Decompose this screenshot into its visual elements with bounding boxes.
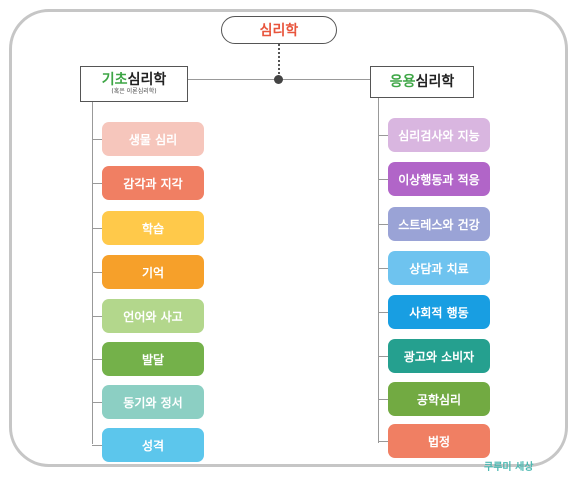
branch-tick xyxy=(92,445,102,446)
branch-tick xyxy=(92,402,102,403)
basic-item-label: 발달 xyxy=(141,352,165,367)
basic-title: 기초심리학 xyxy=(101,72,167,88)
branch-tick xyxy=(378,441,388,442)
applied-item-label: 상담과 치료 xyxy=(409,261,469,276)
applied-item-label: 사회적 행동 xyxy=(409,305,469,320)
basic-item-label: 생물 심리 xyxy=(128,132,178,147)
branch-tick xyxy=(92,139,102,140)
root-connector xyxy=(278,44,280,78)
basic-psychology-node: 기초심리학 (혹은 이론심리학) xyxy=(80,66,188,102)
branch-tick xyxy=(92,228,102,229)
basic-item: 발달 xyxy=(102,342,204,376)
applied-item: 공학심리 xyxy=(388,382,490,416)
branch-tick xyxy=(378,399,388,400)
basic-item: 학습 xyxy=(102,211,204,245)
branch-tick xyxy=(378,179,388,180)
basic-item-label: 동기와 정서 xyxy=(123,395,183,410)
basic-item-label: 학습 xyxy=(141,221,165,236)
applied-item: 광고와 소비자 xyxy=(388,339,490,373)
branch-tick xyxy=(92,272,102,273)
branch-tick xyxy=(92,183,102,184)
basic-item: 성격 xyxy=(102,428,204,462)
basic-item-label: 감각과 지각 xyxy=(123,176,183,191)
basic-subtitle: (혹은 이론심리학) xyxy=(111,88,157,95)
branch-tick xyxy=(378,356,388,357)
branch-tick xyxy=(378,312,388,313)
applied-item-label: 광고와 소비자 xyxy=(403,349,475,364)
basic-trunk-line xyxy=(92,102,93,444)
applied-trunk-line xyxy=(378,98,379,443)
basic-item-label: 언어와 사고 xyxy=(123,309,183,324)
applied-item-label: 심리검사와 지능 xyxy=(398,128,480,143)
basic-item: 기억 xyxy=(102,255,204,289)
brand-watermark: 쿠루미 세상 xyxy=(484,462,534,473)
applied-item-label: 공학심리 xyxy=(416,392,462,407)
basic-item-label: 성격 xyxy=(141,438,165,453)
applied-item: 심리검사와 지능 xyxy=(388,118,490,152)
root-node: 심리학 xyxy=(221,16,337,44)
applied-item-label: 법정 xyxy=(427,434,451,449)
basic-item: 동기와 정서 xyxy=(102,385,204,419)
applied-item: 법정 xyxy=(388,424,490,458)
junction-dot xyxy=(274,75,283,84)
applied-item: 스트레스와 건강 xyxy=(388,207,490,241)
basic-item: 감각과 지각 xyxy=(102,166,204,200)
applied-item: 사회적 행동 xyxy=(388,295,490,329)
branch-tick xyxy=(378,224,388,225)
branch-tick xyxy=(378,268,388,269)
basic-item-label: 기억 xyxy=(141,265,165,280)
applied-item: 이상행동과 적응 xyxy=(388,162,490,196)
branch-tick xyxy=(92,359,102,360)
applied-psychology-node: 응용심리학 xyxy=(370,66,474,98)
root-label: 심리학 xyxy=(259,23,299,39)
basic-item: 언어와 사고 xyxy=(102,299,204,333)
diagram-frame xyxy=(9,9,568,467)
applied-item-label: 스트레스와 건강 xyxy=(398,217,480,232)
applied-title: 응용심리학 xyxy=(389,74,455,90)
branch-tick xyxy=(92,316,102,317)
applied-item-label: 이상행동과 적응 xyxy=(398,172,480,187)
basic-item: 생물 심리 xyxy=(102,122,204,156)
branch-tick xyxy=(378,135,388,136)
applied-item: 상담과 치료 xyxy=(388,251,490,285)
